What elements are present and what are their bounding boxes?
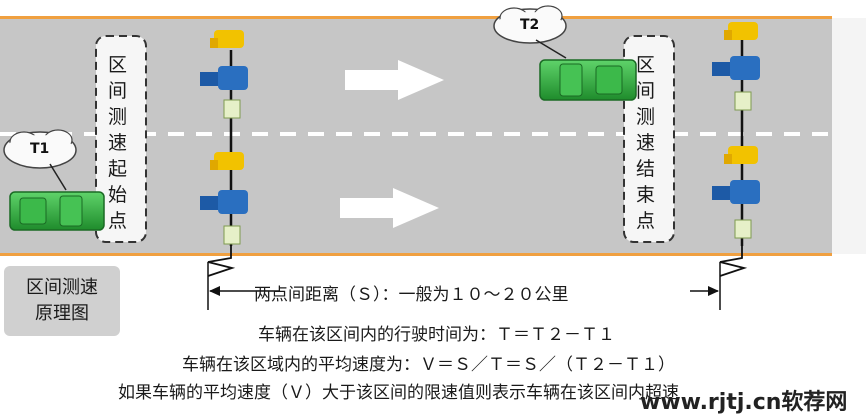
- t2-label: T2: [520, 17, 540, 33]
- legend-line-1: 区间测速: [26, 277, 98, 298]
- camera-pole-end: [712, 22, 760, 246]
- distance-dimension: [207, 262, 721, 310]
- road-edge-top: [0, 16, 832, 19]
- legend-box: 区间测速 原理图: [4, 266, 120, 336]
- cloud-icon: [3, 129, 77, 191]
- distance-text: 两点间距离（Ｓ）：一般为１０～２０公里: [254, 285, 569, 305]
- t1-label: T1: [30, 141, 50, 157]
- start-point-frame: [95, 35, 147, 243]
- average-speed-line: 车辆在该区域内的平均速度为：Ｖ＝Ｓ／Ｔ＝Ｓ／（Ｔ２－Ｔ１）: [182, 355, 675, 375]
- end-point-label: 区间测速结束点: [636, 54, 656, 232]
- arrow-icon: [340, 188, 439, 228]
- car-t2: [539, 59, 637, 101]
- camera-pole-start: [200, 30, 248, 246]
- speeding-rule-line: 如果车辆的平均速度（Ｖ）大于该区间的限速值则表示车辆在该区间内超速: [118, 383, 679, 403]
- watermark: www.rjtj.cn软荐网: [640, 390, 848, 415]
- car-t1: [9, 191, 105, 231]
- arrow-icon: [345, 60, 444, 100]
- start-point-label: 区间测速起始点: [108, 54, 128, 232]
- cloud-icon: [493, 5, 567, 59]
- legend-line-2: 原理图: [35, 303, 89, 324]
- road-edge-bottom: [0, 253, 832, 256]
- travel-time-line: 车辆在该区间内的行驶时间为：Ｔ＝Ｔ２－Ｔ１: [258, 325, 615, 345]
